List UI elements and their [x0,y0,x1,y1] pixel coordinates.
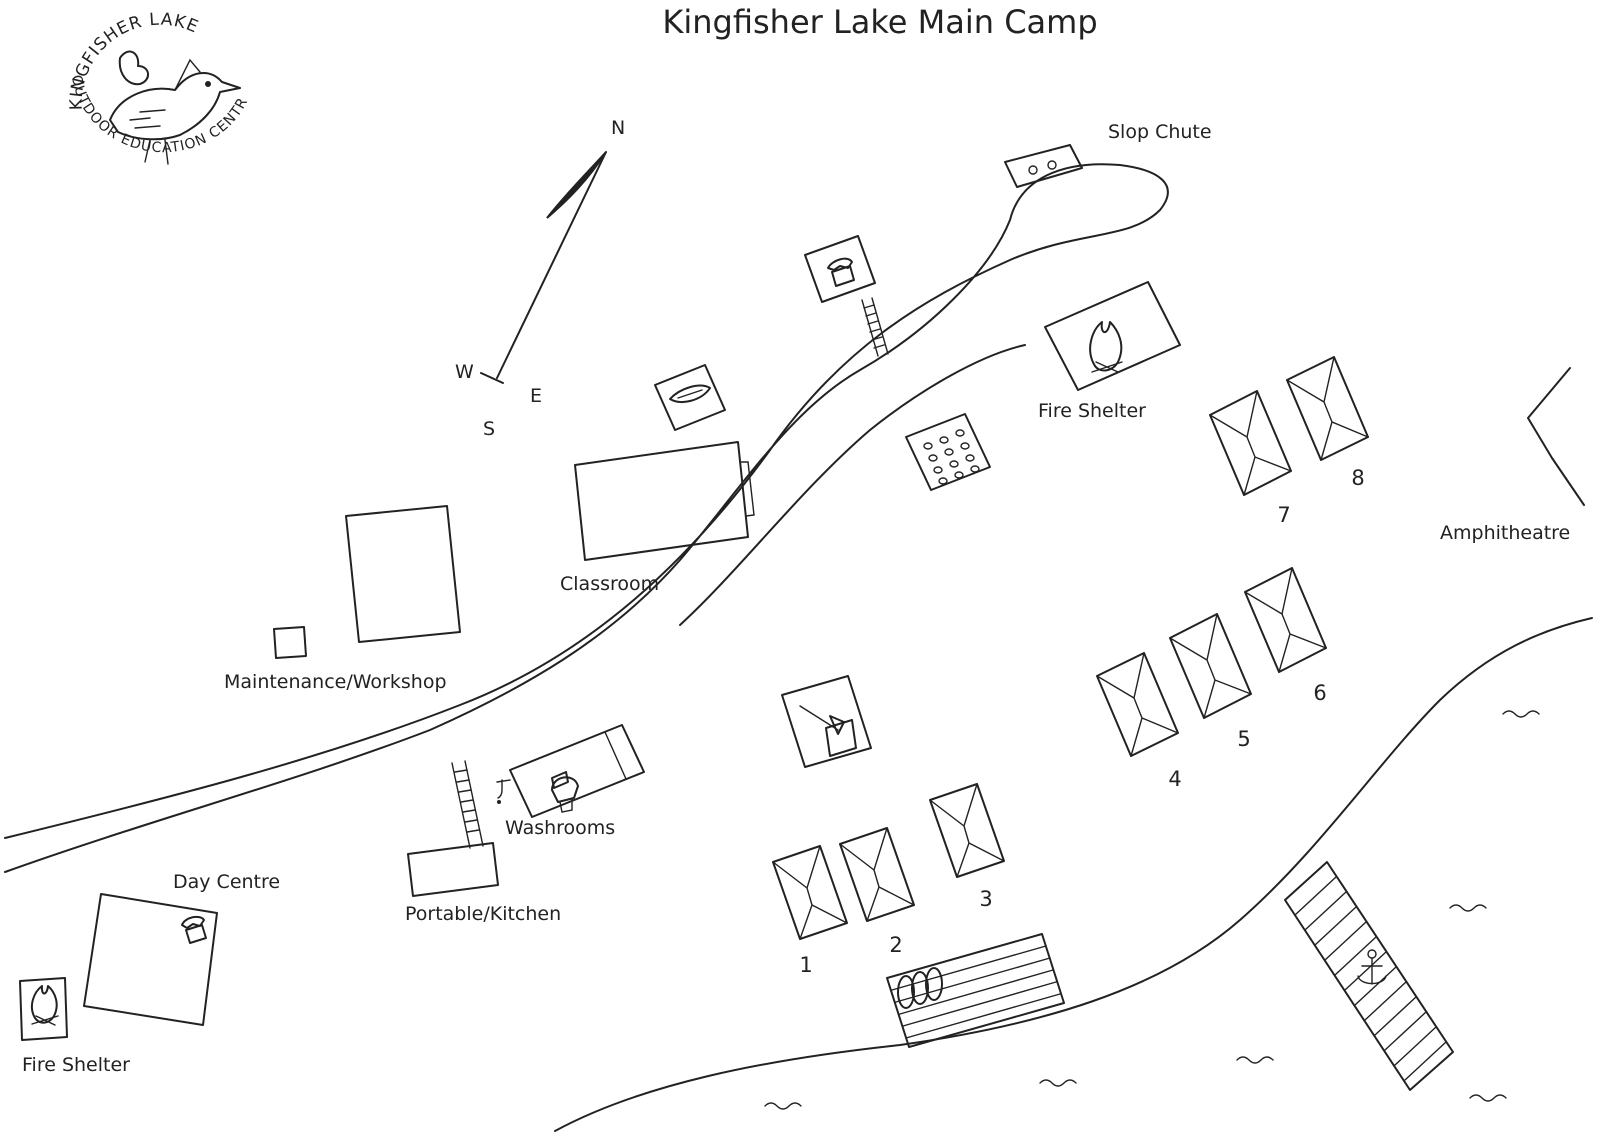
phone-sign [804,235,889,357]
cabin-group: 1 2 3 4 5 6 7 [772,356,1369,977]
campfire-icon [31,985,59,1026]
classroom-label: Classroom [560,573,659,595]
classroom: Classroom [560,441,755,595]
cabin-4: 4 [1096,652,1182,791]
compass-n: N [611,117,625,139]
map-title: Kingfisher Lake Main Camp [662,3,1097,41]
telephone-icon [827,257,855,287]
fire-shelter-south-label: Fire Shelter [22,1054,130,1076]
cabin-5: 5 [1169,613,1252,751]
slop-chute-label: Slop Chute [1108,121,1212,143]
logo-seal: KINGFISHER LAKE OUTDOOR EDUCATION CENTRE [0,0,250,165]
crafts-sign [781,675,872,768]
washrooms: Washrooms [496,724,645,839]
cabin-3-number: 3 [979,887,992,911]
cabin-7-number: 7 [1277,503,1290,527]
cabin-3: 3 [929,783,1005,911]
campfire-icon [1089,321,1123,373]
camp-road [4,163,1169,873]
fire-shelter-south: Fire Shelter [19,977,130,1076]
washrooms-label: Washrooms [505,817,615,839]
boat-dock [1284,861,1454,1091]
canoe-rack-icon [897,967,943,1009]
day-centre: Day Centre [83,871,280,1026]
lake-shoreline [554,617,1593,1132]
canoe-icon [669,384,711,403]
cabin-2-number: 2 [889,933,902,957]
compass-e: E [530,385,542,407]
amphitheatre-label: Amphitheatre [1440,522,1570,544]
cabin-7: 7 [1209,390,1292,527]
maintenance-workshop: Maintenance/Workshop [224,505,461,693]
compass-rose: N W E S [455,117,625,440]
canoe-sign [654,364,726,431]
portable-kitchen-label: Portable/Kitchen [405,903,561,925]
fire-shelter-north-label: Fire Shelter [1038,400,1146,422]
compass-s: S [483,418,495,440]
maintenance-label: Maintenance/Workshop [224,671,447,693]
cabin-4-number: 4 [1168,767,1181,791]
day-centre-label: Day Centre [173,871,280,893]
canoe-rack [886,933,1065,1048]
compass-w: W [455,361,474,383]
cabin-1: 1 [772,845,848,977]
axe-stump-icon [799,705,857,757]
toilet-icon [551,771,579,813]
cabin-1-number: 1 [799,953,812,977]
cabin-2: 2 [839,827,915,957]
anchor-icon [1357,949,1387,985]
fire-shelter-north: Fire Shelter [1038,281,1181,422]
water-tap-icon [496,779,511,804]
kingfisher-bird-icon [109,50,241,165]
cabin-6: 6 [1244,567,1327,705]
cabin-8: 8 [1286,356,1369,490]
slop-chute: Slop Chute [1004,121,1212,188]
cabin-6-number: 6 [1313,681,1326,705]
cabin-5-number: 5 [1237,727,1250,751]
garden-plot [905,413,991,491]
amphitheatre: Amphitheatre [1440,367,1585,544]
cabin-8-number: 8 [1351,466,1364,490]
garden-plot-icon [923,429,980,485]
telephone-icon [181,915,207,944]
water-wave-icon [764,710,1540,1110]
portable-kitchen: Portable/Kitchen [405,760,561,925]
